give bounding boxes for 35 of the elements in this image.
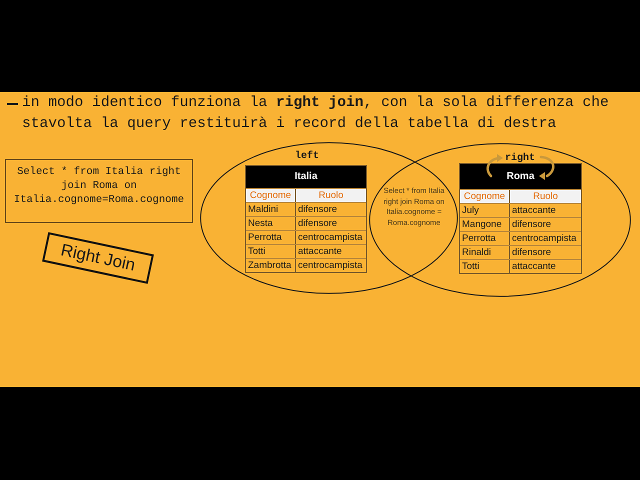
column-header: Ruolo bbox=[510, 190, 581, 203]
bullet-text: in modo identico funziona la right join, con la sola differenza che stavolta la query restituirà i record della tabella di destra bbox=[22, 94, 610, 134]
table-cell-text: centrocampista bbox=[297, 259, 364, 272]
table-cell: Rinaldi bbox=[460, 246, 510, 259]
table-cell: Perrotta bbox=[246, 231, 296, 244]
table-cell-text: attaccante bbox=[511, 260, 557, 273]
table-cell-text: centrocampista bbox=[297, 231, 364, 244]
set-label: right bbox=[504, 153, 536, 164]
table-cell-text: difensore bbox=[511, 218, 552, 231]
stamp-label: Right Join bbox=[42, 232, 154, 284]
data-table bbox=[459, 163, 582, 274]
table-cell: Totti bbox=[246, 245, 296, 258]
column-header: Cognome bbox=[460, 190, 510, 203]
table-cell-text: centrocampista bbox=[511, 232, 578, 245]
column-header: Cognome bbox=[246, 189, 296, 202]
table-cell-text: difensore bbox=[297, 203, 338, 216]
data-table bbox=[245, 165, 367, 273]
query-panel: Select * from Italia right join Roma on Italia.cognome=Roma.cognome bbox=[5, 159, 193, 223]
table-cell: Totti bbox=[460, 260, 510, 273]
table-cell: Zambrotta bbox=[246, 259, 296, 272]
table-cell-text: attaccante bbox=[297, 245, 343, 258]
column-header: Ruolo bbox=[296, 189, 366, 202]
venn-ellipse bbox=[369, 143, 631, 297]
table-cell-text: attaccante bbox=[511, 204, 557, 217]
table-cell: Nesta bbox=[246, 217, 296, 230]
table-title: Italia bbox=[246, 166, 366, 188]
table-cell: Mangone bbox=[460, 218, 510, 231]
set-label: left bbox=[294, 151, 320, 162]
venn-ellipse bbox=[200, 142, 458, 294]
table-cell: Perrotta bbox=[460, 232, 510, 245]
table-cell: July bbox=[460, 204, 510, 217]
table-cell: Maldini bbox=[246, 203, 296, 216]
table-cell-text: difensore bbox=[511, 246, 552, 259]
table-cell-text: difensore bbox=[297, 217, 338, 230]
table-title: Roma bbox=[460, 164, 581, 189]
